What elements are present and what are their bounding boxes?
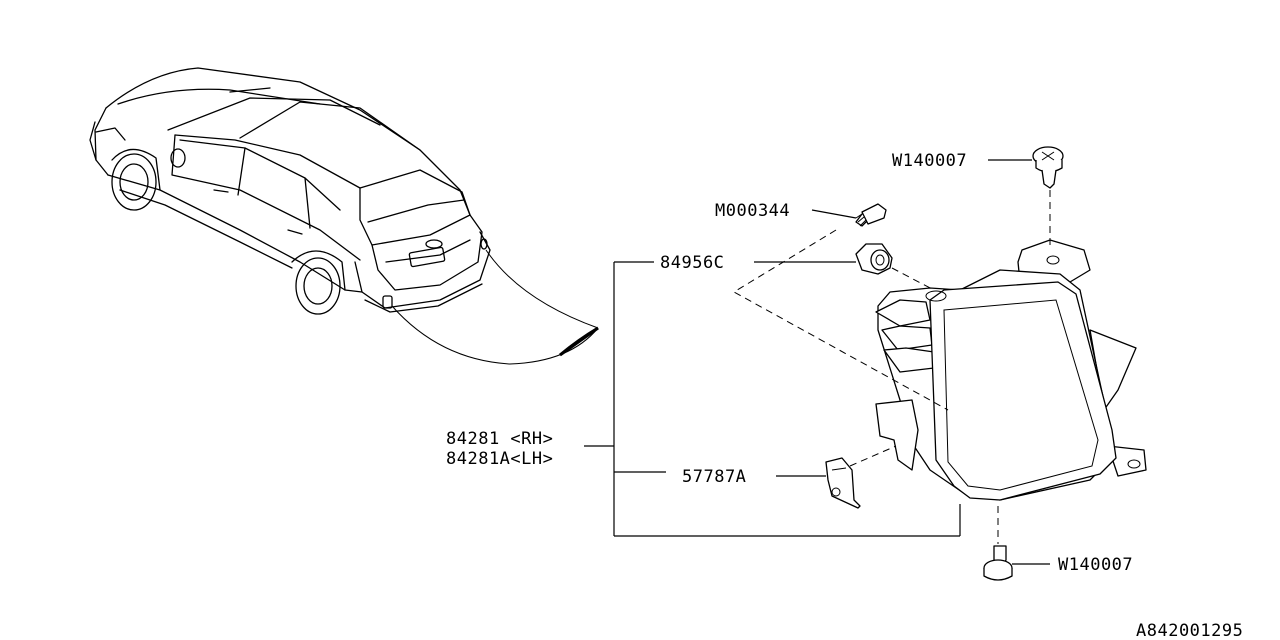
drawing-number: A842001295	[1136, 621, 1243, 640]
callout-w140007-top: W140007	[892, 151, 967, 171]
callout-84956c: 84956C	[660, 253, 724, 273]
callout-57787a: 57787A	[682, 467, 746, 487]
callout-w140007-bottom: W140007	[1058, 555, 1133, 575]
bolt	[855, 203, 887, 227]
screw-top	[1032, 146, 1064, 189]
rear-reflector-lamp-assembly	[875, 239, 1147, 501]
leader-lines	[584, 159, 1050, 565]
screw-bottom	[983, 545, 1013, 581]
clip	[825, 457, 861, 509]
grommet	[855, 243, 893, 275]
callout-84281a-lh: 84281A<LH>	[446, 449, 553, 469]
vehicle-rear-view	[89, 67, 491, 315]
detail-indicator	[391, 249, 599, 365]
assembly-lines	[733, 190, 1051, 544]
callout-84281-rh: 84281 <RH>	[446, 429, 553, 449]
callout-m000344: M000344	[715, 201, 790, 221]
